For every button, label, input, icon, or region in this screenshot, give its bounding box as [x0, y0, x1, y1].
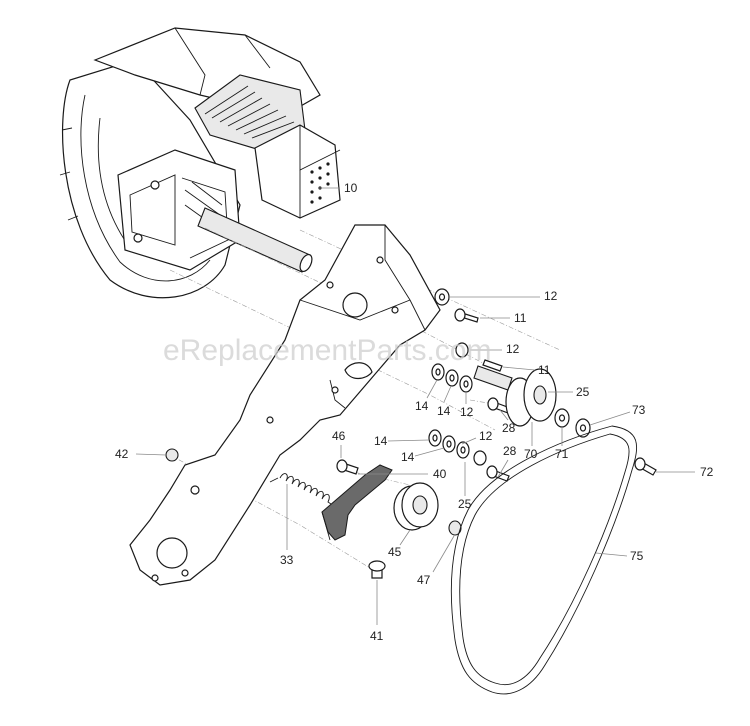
- washer-73: [575, 418, 591, 438]
- label-washer-d: 14: [374, 434, 388, 448]
- label-bolt-mid: 11: [538, 363, 551, 377]
- label-screw-46: 46: [332, 429, 346, 443]
- label-washer-f: 12: [479, 429, 493, 443]
- label-bolt-72: 72: [700, 465, 714, 479]
- bolt-mid: [482, 359, 503, 372]
- label-engine: 10: [344, 181, 358, 195]
- label-bolt-top: 11: [514, 311, 527, 325]
- bolt-72: [634, 457, 657, 476]
- screw-41: [368, 560, 386, 579]
- label-washer-c: 12: [460, 405, 474, 419]
- callout-labels: 10 12 11 12 11 25 14 14 12 28 70 71 73 1…: [115, 181, 714, 643]
- air-filter-box: [254, 124, 341, 219]
- label-washer-a: 14: [415, 399, 429, 413]
- screw-46: [336, 459, 359, 475]
- engine-assembly: [59, 27, 341, 299]
- bolt-top: [454, 308, 479, 323]
- label-idler-45: 45: [388, 545, 402, 559]
- watermark: eReplacementParts.com: [163, 334, 491, 367]
- label-washer-73: 73: [632, 403, 646, 417]
- leader-lines: [135, 187, 695, 625]
- nut-47: [448, 520, 462, 536]
- label-nut-42: 42: [115, 447, 129, 461]
- drive-belt: [450, 425, 638, 695]
- label-bolt-b: 28: [503, 444, 517, 458]
- label-spacer-b: 25: [458, 497, 472, 511]
- drive-pulley: [505, 368, 557, 427]
- idler-pulley: [393, 482, 439, 531]
- crankshaft: [197, 207, 313, 273]
- washer-71: [554, 408, 570, 428]
- label-bolt-a: 28: [502, 421, 516, 435]
- spring: [269, 473, 335, 507]
- mounting-bracket: [129, 224, 441, 586]
- label-spacer-mid: 12: [506, 342, 520, 356]
- label-washer-71: 71: [555, 447, 569, 461]
- label-washer-top: 12: [544, 289, 558, 303]
- label-nut-47: 47: [417, 573, 431, 587]
- label-arm-40: 40: [433, 467, 447, 481]
- bolt-b: [486, 465, 510, 482]
- label-washer-b: 14: [437, 404, 451, 418]
- idler-arm: [321, 464, 393, 541]
- washer-top: [434, 288, 450, 306]
- label-pulley: 70: [524, 447, 538, 461]
- label-washer-e: 14: [401, 450, 415, 464]
- nut-42: [165, 448, 179, 462]
- label-spring-33: 33: [280, 553, 294, 567]
- label-spacer-a: 25: [576, 385, 590, 399]
- washer-stack-lower: [428, 429, 487, 466]
- label-belt-75: 75: [630, 549, 644, 563]
- label-screw-41: 41: [370, 629, 384, 643]
- spacer-mid: [455, 342, 469, 358]
